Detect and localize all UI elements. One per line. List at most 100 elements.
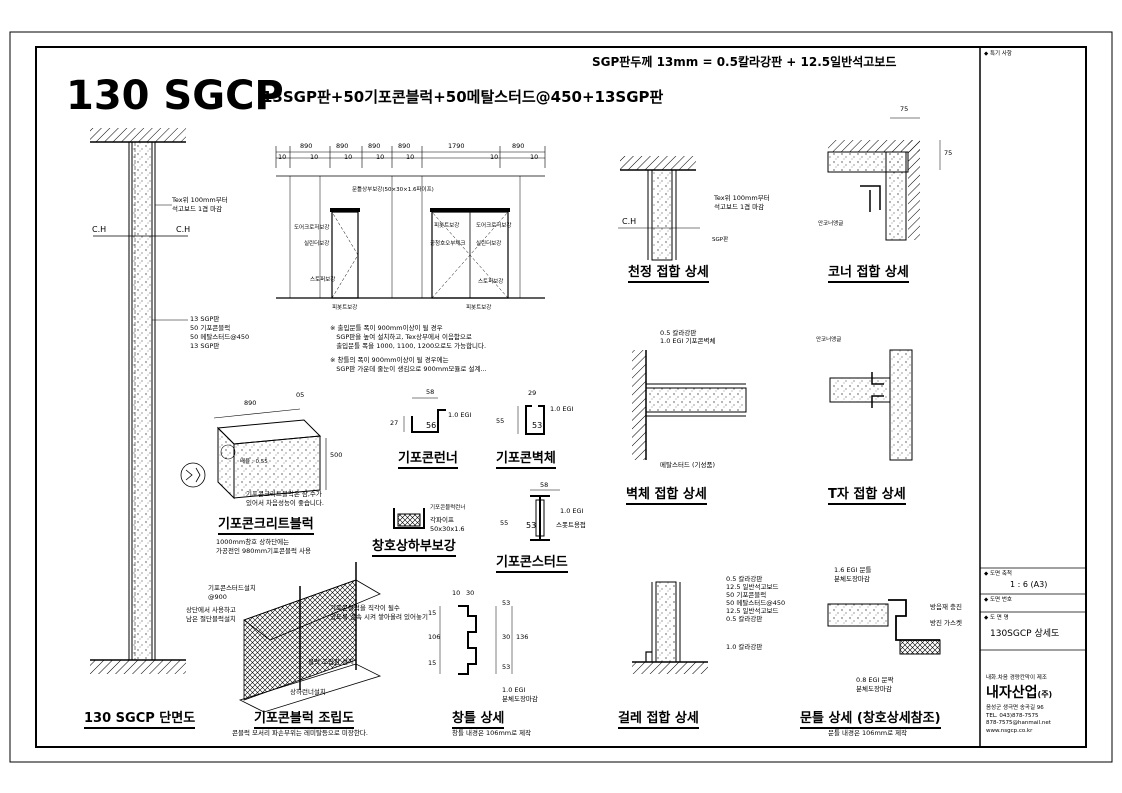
base-layer-2: 12.5 일반석고보드 [726, 583, 779, 591]
elev-dimb-4: 10 [376, 153, 385, 161]
elev-label-stopper: 스토퍼보강 [310, 277, 336, 283]
elev-dim-6: 890 [512, 142, 525, 150]
wallj-l2: 1.0 EGI 기포콘벽체 [660, 337, 716, 345]
block-dim-w: 890 [244, 399, 257, 407]
reinf-label-pipe: 각파이프 50x30x1.6 [430, 516, 465, 533]
corner-d1: 75 [900, 105, 909, 113]
tjoint-caption: T자 접합 상세 [828, 488, 906, 505]
block-iso-drawing [180, 408, 327, 500]
runner-profile-drawing [403, 397, 446, 433]
tb-notes-label: ◆ 특기 사항 [984, 51, 1012, 57]
page-subtitle: 13SGP판+50기포콘블럭+50메탈스터드@450+13SGP판 [262, 88, 664, 106]
block-dim-t: 05 [296, 391, 305, 399]
elev-label-pivot-left: 피봇트보강 [332, 305, 358, 311]
tjoint-label: 안코너앵글 [816, 337, 842, 343]
reinf-label-runner: 기포콘블럭런너 [430, 505, 466, 511]
ceiling-caption: 천정 접합 상세 [628, 266, 709, 283]
tb-company-name: 내자산업 [986, 685, 1038, 701]
section-layer-1: 13 SGP판 [190, 315, 220, 323]
section-tex-label: Tex위 100mm부터 석고보드 1겹 마감 [172, 196, 228, 213]
elev-dim-4: 890 [398, 142, 411, 150]
header-note: SGP판두께 13mm = 0.5칼라강판 + 12.5일반석고보드 [592, 55, 897, 69]
tb-web: www.nsgcp.co.kr [986, 728, 1033, 734]
assembly-label-3: 블럭 조립판 설치 [308, 658, 354, 666]
elev-label-pivot-right: 피봇트보강 [466, 305, 492, 311]
block-dim-h: 500 [330, 451, 343, 459]
assembly-sub: 콘블럭 모서리 파손부위는 레미탈등으로 미장한다. [232, 729, 368, 737]
win-caption: 창틀 상세 [452, 712, 505, 729]
wall-d1: 29 [528, 389, 537, 397]
corner-caption: 코너 접합 상세 [828, 266, 909, 283]
tb-address: 음성군 생극면 송곡길 96 [986, 705, 1044, 711]
section-ch-left: C.H [92, 225, 107, 234]
tb-tel: TEL. 043)878-7575 [986, 713, 1039, 719]
elev-label-pipe: 문틀상부보강(50×30×1.6파이프) [352, 187, 434, 193]
wallj-caption: 벽체 접합 상세 [626, 488, 707, 505]
door-sub: 문틀 내경은 106mm로 제작 [828, 729, 908, 737]
reinf-caption: 창호상하부보강 [372, 540, 456, 557]
ceiling-ch: C.H [622, 217, 637, 226]
elev-note-1: ※ 출입문틀 폭이 900mm이상이 될 경우 SGP판을 높여 설치하고, T… [330, 324, 487, 350]
base-layer-3: 50 기포콘블럭 [726, 591, 767, 599]
assembly-drawing [238, 562, 382, 713]
win-dim-5: 15 [428, 659, 437, 667]
base-layer-6: 0.5 칼라강판 [726, 615, 763, 623]
door-top-label: 1.6 EGI 문틀 분체도장마감 [834, 566, 872, 583]
win-dim-9: 53 [502, 663, 511, 671]
corner-joint-drawing [827, 117, 941, 241]
base-caption: 걸레 접합 상세 [618, 712, 699, 729]
tb-name-label: ◆ 도 면 명 [984, 615, 1009, 621]
wall-joint-drawing [632, 350, 747, 460]
win-spec: 1.0 EGI 분체도장마감 [502, 686, 538, 703]
base-layer-4: 50 메탈스터드@450 [726, 599, 786, 607]
base-layer-1: 0.5 칼라강판 [726, 575, 763, 583]
tb-fax: 878-7575@hanmail.net [986, 720, 1051, 726]
section-caption: 130 SGCP 단면도 [84, 712, 196, 729]
ceiling-tex-label: Tex위 100mm부터 석고보드 1겹 마감 [714, 194, 770, 211]
runner-spec: 1.0 EGI [448, 411, 472, 419]
win-dim-4: 106 [428, 633, 441, 641]
window-detail-drawing [439, 605, 513, 675]
tb-company-suffix: (주) [1037, 690, 1053, 699]
base-layer-5: 12.5 일반석고보드 [726, 607, 779, 615]
elev-dim-1: 890 [300, 142, 313, 150]
assembly-label-4: 상하런너설치 [290, 688, 326, 696]
elev-label-latch: 공청호오부체크 [430, 241, 466, 247]
block-caption: 기포콘크리트블럭 [218, 518, 314, 535]
stud-caption: 기포콘스터드 [496, 556, 568, 573]
doorframe-drawing [827, 599, 941, 655]
corner-d2: 75 [944, 149, 953, 157]
win-dim-3: 15 [428, 609, 437, 617]
assembly-label-5: 기포콘블럭을 직각이 될수 있도록 결속 시켜 쌓아올려 있어놓기 [330, 604, 428, 621]
stud-d2: 55 [500, 519, 509, 527]
win-dim-6: 53 [502, 599, 511, 607]
wallj-l1: 0.5 칼라강판 [660, 329, 697, 337]
corner-label: 안코너앵글 [818, 221, 844, 227]
wall-spec: 1.0 EGI [550, 405, 574, 413]
elev-dim-2: 890 [336, 142, 349, 150]
inner-border [35, 46, 1087, 748]
wallj-l3: 메탈스터드 (기성품) [660, 461, 715, 469]
elev-dimb-6: 10 [490, 153, 499, 161]
win-dim-8: 136 [516, 633, 529, 641]
runner-d2: 27 [390, 419, 399, 427]
elev-dimb-3: 10 [344, 153, 353, 161]
ceiling-sgp: SGP판 [712, 237, 729, 243]
elev-label-stopper-right: 스토퍼보강 [478, 279, 504, 285]
elev-label-pivot-top: 피봇트보강 [434, 223, 460, 229]
elev-label-door-right: 도어크로저보강 [476, 223, 512, 229]
t-joint-drawing [829, 349, 913, 461]
section-ch-right: C.H [176, 225, 191, 234]
wall-d2: 55 [496, 417, 505, 425]
win-dim-7: 30 [502, 633, 511, 641]
win-dim-1: 10 [452, 589, 461, 597]
door-l1: 방음재 충진 [930, 603, 962, 611]
wall-profile-drawing [517, 405, 545, 435]
base-joint-drawing [632, 581, 708, 674]
wall-section-drawing [90, 128, 188, 674]
elev-dimb-1: 10 [278, 153, 287, 161]
page-title: 130 SGCP [66, 73, 284, 119]
door-bottom-label: 0.8 EGI 문짝 분체도장마감 [856, 676, 894, 693]
